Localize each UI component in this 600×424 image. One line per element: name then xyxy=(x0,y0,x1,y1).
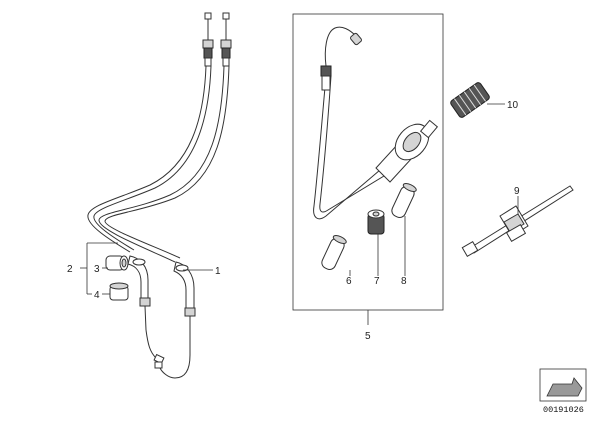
label-part-4: 4 xyxy=(94,290,100,301)
label-part-1: 1 xyxy=(215,266,221,277)
choke-cable-part-5[interactable] xyxy=(313,26,439,220)
cable-tie-part-9[interactable] xyxy=(461,185,574,258)
sleeve-part-3[interactable] xyxy=(105,255,129,271)
label-part-8: 8 xyxy=(401,276,407,287)
arrow-icon xyxy=(546,377,583,397)
part-labels: 1 2 3 4 5 6 7 8 9 10 xyxy=(67,100,520,342)
nut-part-4[interactable] xyxy=(109,282,129,301)
label-part-10: 10 xyxy=(507,100,519,111)
catalog-code: 00191026 xyxy=(543,405,584,415)
label-part-3: 3 xyxy=(94,264,100,275)
cable-top-fittings xyxy=(202,12,232,67)
throttle-cable-assembly[interactable] xyxy=(87,12,232,379)
kit-frame xyxy=(292,13,444,325)
cable-pair xyxy=(87,65,230,263)
bushing-part-7[interactable] xyxy=(367,209,385,235)
cable-elbow-fittings xyxy=(127,255,196,379)
label-part-6: 6 xyxy=(346,276,352,287)
cap-part-6[interactable] xyxy=(320,234,347,272)
label-part-2: 2 xyxy=(67,264,73,275)
cap-part-8[interactable] xyxy=(390,182,417,220)
catalog-reference-box: 00191026 xyxy=(539,368,587,415)
label-part-5: 5 xyxy=(365,331,371,342)
spring-part-10[interactable] xyxy=(450,81,491,118)
leader-lines xyxy=(80,103,519,295)
label-part-9: 9 xyxy=(514,186,520,197)
label-part-7: 7 xyxy=(374,276,380,287)
